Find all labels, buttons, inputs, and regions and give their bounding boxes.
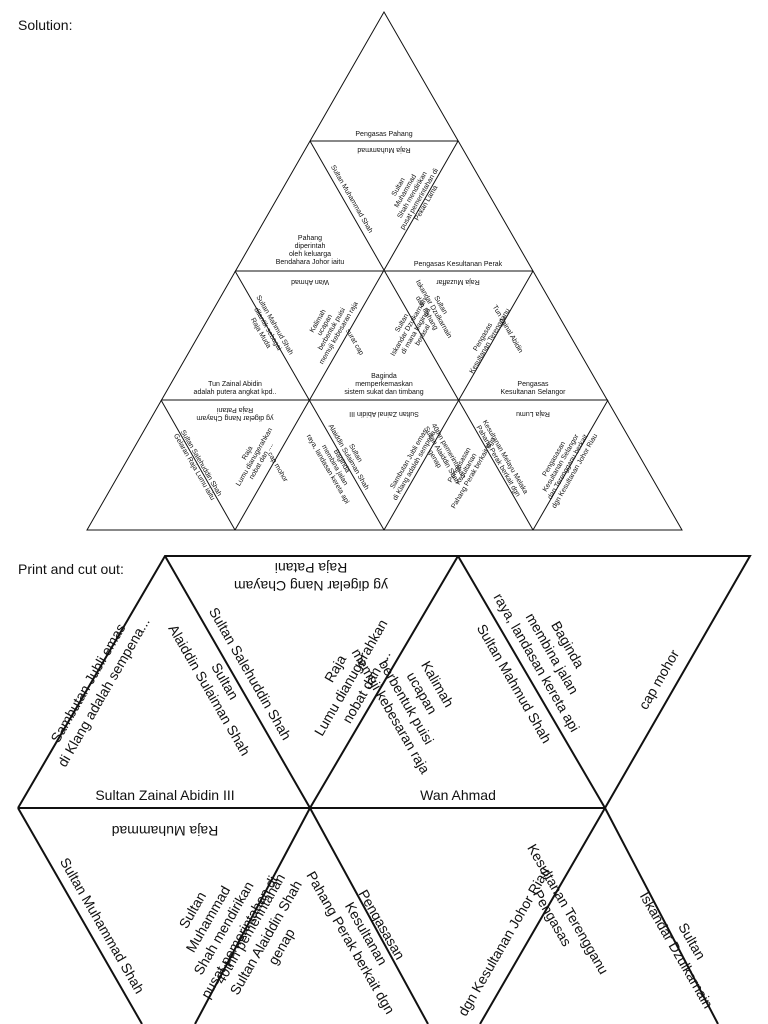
tile-label-group: Sultan Alaiddin Sulaiman Shah Baginda me… xyxy=(305,423,370,505)
cutout-gridline xyxy=(604,807,719,1024)
tile-label: surat cap xyxy=(344,328,365,357)
tile-label: Wan Ahmad xyxy=(291,278,329,285)
tile-label: Sultan Zainal Abidin III xyxy=(95,787,234,803)
solution-labels: Pengasas Pahang Raja Muhammad Sultan Muh… xyxy=(172,131,599,510)
tile-label: adalah putera angkat kpd.. xyxy=(194,389,277,396)
solution-gridline xyxy=(234,140,459,531)
tile-label: Raja Lumu xyxy=(516,410,550,417)
tile-label: Kesultanan Selangor xyxy=(501,389,567,396)
tile-label: memperkemaskan xyxy=(355,381,413,388)
tile-label: Pengasas Pahang xyxy=(355,131,412,138)
tile-label-group: Sultan Salehuddin Shah Gelaran Raja Lumu… xyxy=(172,429,223,502)
tile-label: oleh keluarga xyxy=(289,251,331,258)
cutout-grid xyxy=(17,555,752,1024)
tile-label: Kesultanan Melayu Melaka xyxy=(481,419,529,495)
cutout-labels: Sambutan Jubli emas di Klang adalah semp… xyxy=(47,560,717,1019)
tile-label-group: Pengasasan Kesultanan Selangor dan Teren… xyxy=(542,433,600,510)
tile-label: yg digelar Nang Chayam xyxy=(196,414,273,421)
tile-label: Raja Muhammad xyxy=(112,823,219,839)
cutout-gridline xyxy=(194,807,311,1024)
cutout-gridline xyxy=(309,807,429,1024)
tile-label-group: yg digelar Nang Chayam Raja Patani xyxy=(234,560,388,594)
tile-label: Raja Muzaffar xyxy=(436,278,480,285)
cutout-gridline xyxy=(164,555,311,809)
tile-label: Sultan Zainal Abidin III xyxy=(349,410,419,417)
tile-label-group: Sultan Iskandar Dzulkarnain xyxy=(637,889,717,1011)
tile-label: Raja Patani xyxy=(216,406,253,413)
tile-label: Raja Patani xyxy=(275,560,347,576)
tile-label: cap mohor xyxy=(635,647,682,713)
tile-label: diperintah xyxy=(295,243,326,250)
cutout-outline-upper xyxy=(17,555,752,809)
tile-label: Sultan Muhammad Shah xyxy=(329,164,374,234)
tile-label-group: Sultan Mahmud Shah dilantik sebagai Raja… xyxy=(249,294,294,356)
solution-gridline xyxy=(532,399,609,531)
tile-label: Tun Zainal Abidin xyxy=(208,381,262,388)
cutout-gridline xyxy=(17,807,143,1024)
tile-label: sistem sukat dan timbang xyxy=(344,389,423,396)
tile-label: Raja Muhammad xyxy=(357,146,410,153)
tile-label: Pahang xyxy=(298,235,322,242)
tile-label: Sultan Muhammad Shah xyxy=(57,855,148,996)
cutout-gridline xyxy=(309,555,459,809)
tile-label-group: Pengasas Kesultanan Terengganu xyxy=(469,307,512,375)
tile-label: Wan Ahmad xyxy=(420,787,496,803)
solution-gridline xyxy=(309,140,534,531)
tile-label: Pengasas Kesultanan Perak xyxy=(414,261,503,268)
tile-label-group: yg digelar Nang Chayam Raja Patani xyxy=(196,406,273,421)
cutout-gridline xyxy=(479,807,606,1024)
solution-triangle xyxy=(86,10,683,531)
solution-gridline xyxy=(383,270,534,531)
tile-label: yg digelar Nang Chayam xyxy=(234,578,388,594)
tile-label-group: Baginda membina jalan raya, landasan ker… xyxy=(491,590,588,734)
solution-gridline xyxy=(160,399,236,531)
tile-label: Kesultanan Terengganu xyxy=(524,841,612,977)
tile-label: Sultan Salehuddin Shah xyxy=(179,429,223,498)
tile-label: Baginda xyxy=(371,373,397,380)
tile-label: dgn Kesultanan Johor Riau xyxy=(455,864,553,1018)
tile-label: Bendahara Johor iaitu xyxy=(276,259,345,266)
tile-label-group: Sultan Muhammad Shah mendirikan pusat pe… xyxy=(391,167,440,231)
print-cut-out-heading: Print and cut out: xyxy=(18,561,124,577)
cutout-gridline xyxy=(457,555,606,809)
tile-label: Pengasas xyxy=(517,381,549,388)
solution-heading: Solution: xyxy=(18,17,73,33)
tile-label: di Klang adalah sempena... xyxy=(54,615,153,770)
